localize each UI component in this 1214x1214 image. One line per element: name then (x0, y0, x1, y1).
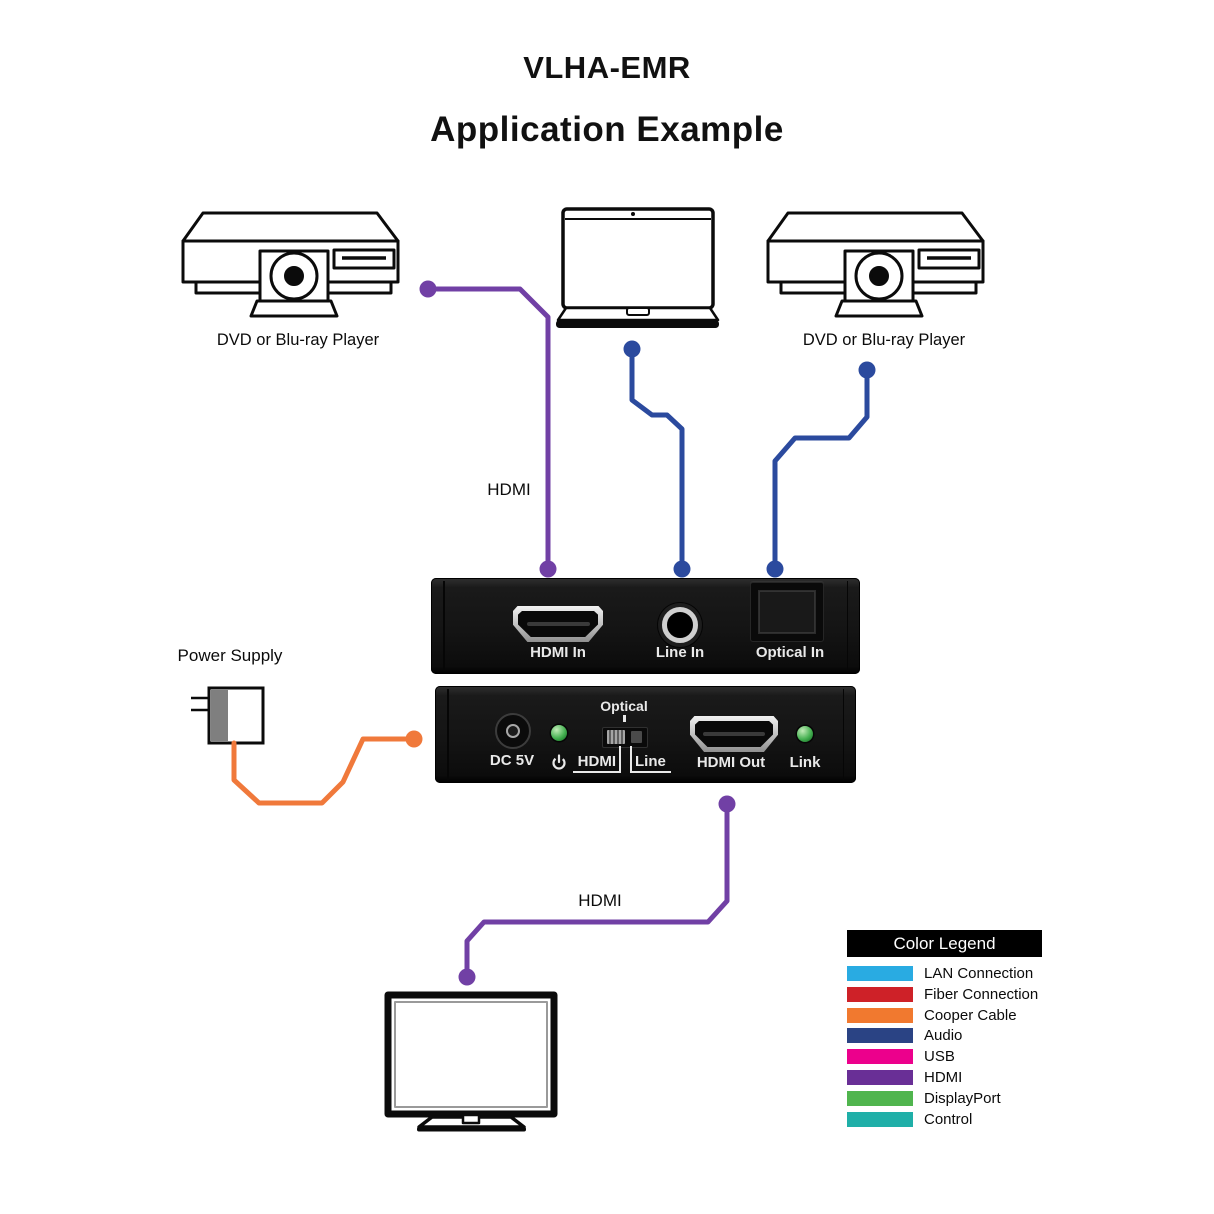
power-icon (552, 754, 566, 770)
legend-row: Cooper Cable (847, 1006, 1038, 1024)
switch-knob[interactable] (607, 730, 625, 744)
optical-in-label: Optical In (755, 644, 825, 661)
hdmi-out-port (690, 716, 778, 752)
device-input-panel: HDMI In Line In Optical In (431, 578, 860, 674)
legend-label: Cooper Cable (924, 1006, 1017, 1024)
legend-label: DisplayPort (924, 1089, 1001, 1107)
legend-swatch (847, 1069, 913, 1085)
audio-source-switch[interactable] (602, 727, 648, 748)
page-subtitle: Application Example (430, 110, 784, 149)
legend-swatch (847, 1090, 913, 1106)
legend-row: Fiber Connection (847, 985, 1039, 1003)
legend-row: DisplayPort (847, 1089, 1038, 1107)
line-in-jack (662, 607, 698, 643)
line-in-label: Line In (655, 644, 705, 661)
switch-line-label: Line (630, 746, 671, 773)
optical-in-port (750, 582, 824, 642)
dc-5v-label: DC 5V (489, 752, 535, 769)
panel-bezel (447, 689, 449, 780)
legend-swatch (847, 1049, 913, 1065)
legend-swatch (847, 986, 913, 1002)
legend-swatch (847, 1111, 913, 1127)
panel-bezel (846, 581, 848, 671)
link-led (797, 726, 813, 742)
power-led (551, 725, 567, 741)
legend-label: Fiber Connection (924, 985, 1039, 1003)
legend-swatch (847, 1007, 913, 1023)
legend-label: USB (924, 1048, 955, 1066)
legend-label: HDMI (924, 1068, 963, 1086)
audio-cable-laptop-to-line-in (623, 340, 691, 578)
dvd-player-right-illustration (766, 211, 985, 318)
hdmi-out-label: HDMI Out (696, 754, 766, 771)
dvd-player-left-illustration (181, 211, 400, 318)
laptop-illustration (556, 207, 720, 328)
link-label: Link (789, 754, 821, 771)
power-supply-label: Power Supply (177, 646, 283, 665)
legend-header: Color Legend (847, 930, 1042, 957)
legend-label: Audio (924, 1027, 963, 1045)
hdmi-in-port (513, 606, 603, 642)
hdmi-cable-dvd-to-input (419, 280, 557, 578)
legend-swatch (847, 966, 913, 981)
hdmi-in-label: HDMI In (530, 644, 586, 661)
legend-label: Control (924, 1110, 973, 1128)
page-title: VLHA-EMR (523, 50, 691, 85)
legend-row: HDMI (847, 1068, 1038, 1086)
color-legend: LAN Connection Fiber Connection Cooper C… (847, 965, 1039, 1128)
hdmi-cable-bottom-label: HDMI (578, 891, 622, 910)
legend-row: LAN Connection (847, 965, 1038, 982)
panel-bezel (443, 581, 445, 671)
switch-tick (623, 715, 626, 722)
device-output-panel: DC 5V Optical HDMI Line HDMI Out Link (435, 686, 856, 783)
legend-row: USB (847, 1048, 1038, 1066)
tv-illustration (384, 991, 558, 1132)
hdmi-cable-output-to-tv (458, 795, 736, 986)
power-adapter-illustration (191, 686, 265, 745)
legend-swatch (847, 1028, 913, 1044)
legend-row: Control (847, 1110, 1038, 1128)
switch-optical-label: Optical (600, 698, 648, 714)
dvd-player-left-label: DVD or Blu-ray Player (216, 331, 380, 349)
switch-nub (631, 731, 642, 743)
audio-cable-dvd-to-optical-in (766, 361, 876, 578)
hdmi-cable-top-label: HDMI (487, 480, 531, 499)
dvd-player-right-label: DVD or Blu-ray Player (802, 331, 966, 349)
power-cable-adapter-to-dc (231, 730, 423, 806)
panel-bezel (842, 689, 844, 780)
dc-5v-jack (495, 713, 531, 749)
legend-label: LAN Connection (924, 965, 1034, 982)
switch-hdmi-label: HDMI (573, 746, 621, 773)
legend-row: Audio (847, 1027, 1038, 1045)
